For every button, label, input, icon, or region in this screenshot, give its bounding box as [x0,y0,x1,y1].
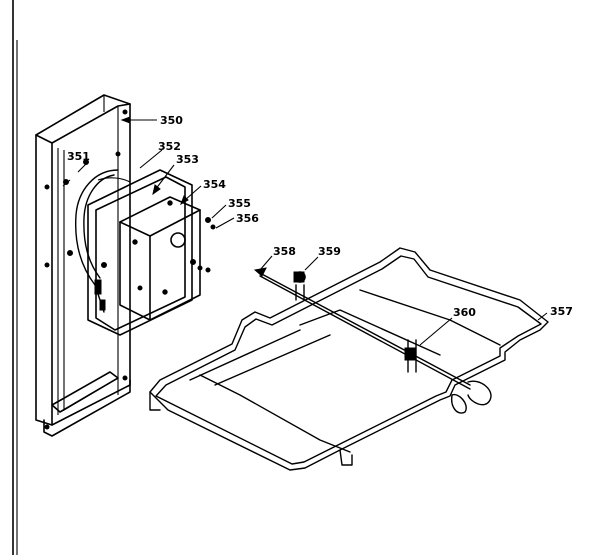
callout-355: 355 [228,197,251,210]
callout-356: 356 [236,212,259,225]
mounting-bracket [35,94,131,437]
rotisserie-rack [149,247,549,471]
page-border [12,0,18,555]
callout-353: 353 [176,153,199,166]
callout-354: 354 [203,178,226,191]
leader-lines [77,116,548,346]
motor-assembly [62,151,216,336]
callout-351: 351 [67,150,90,163]
callout-358: 358 [273,245,296,258]
callout-350: 350 [160,114,183,127]
callout-359: 359 [318,245,341,258]
callout-360: 360 [453,306,476,319]
callout-357: 357 [550,305,573,318]
callout-352: 352 [158,140,181,153]
